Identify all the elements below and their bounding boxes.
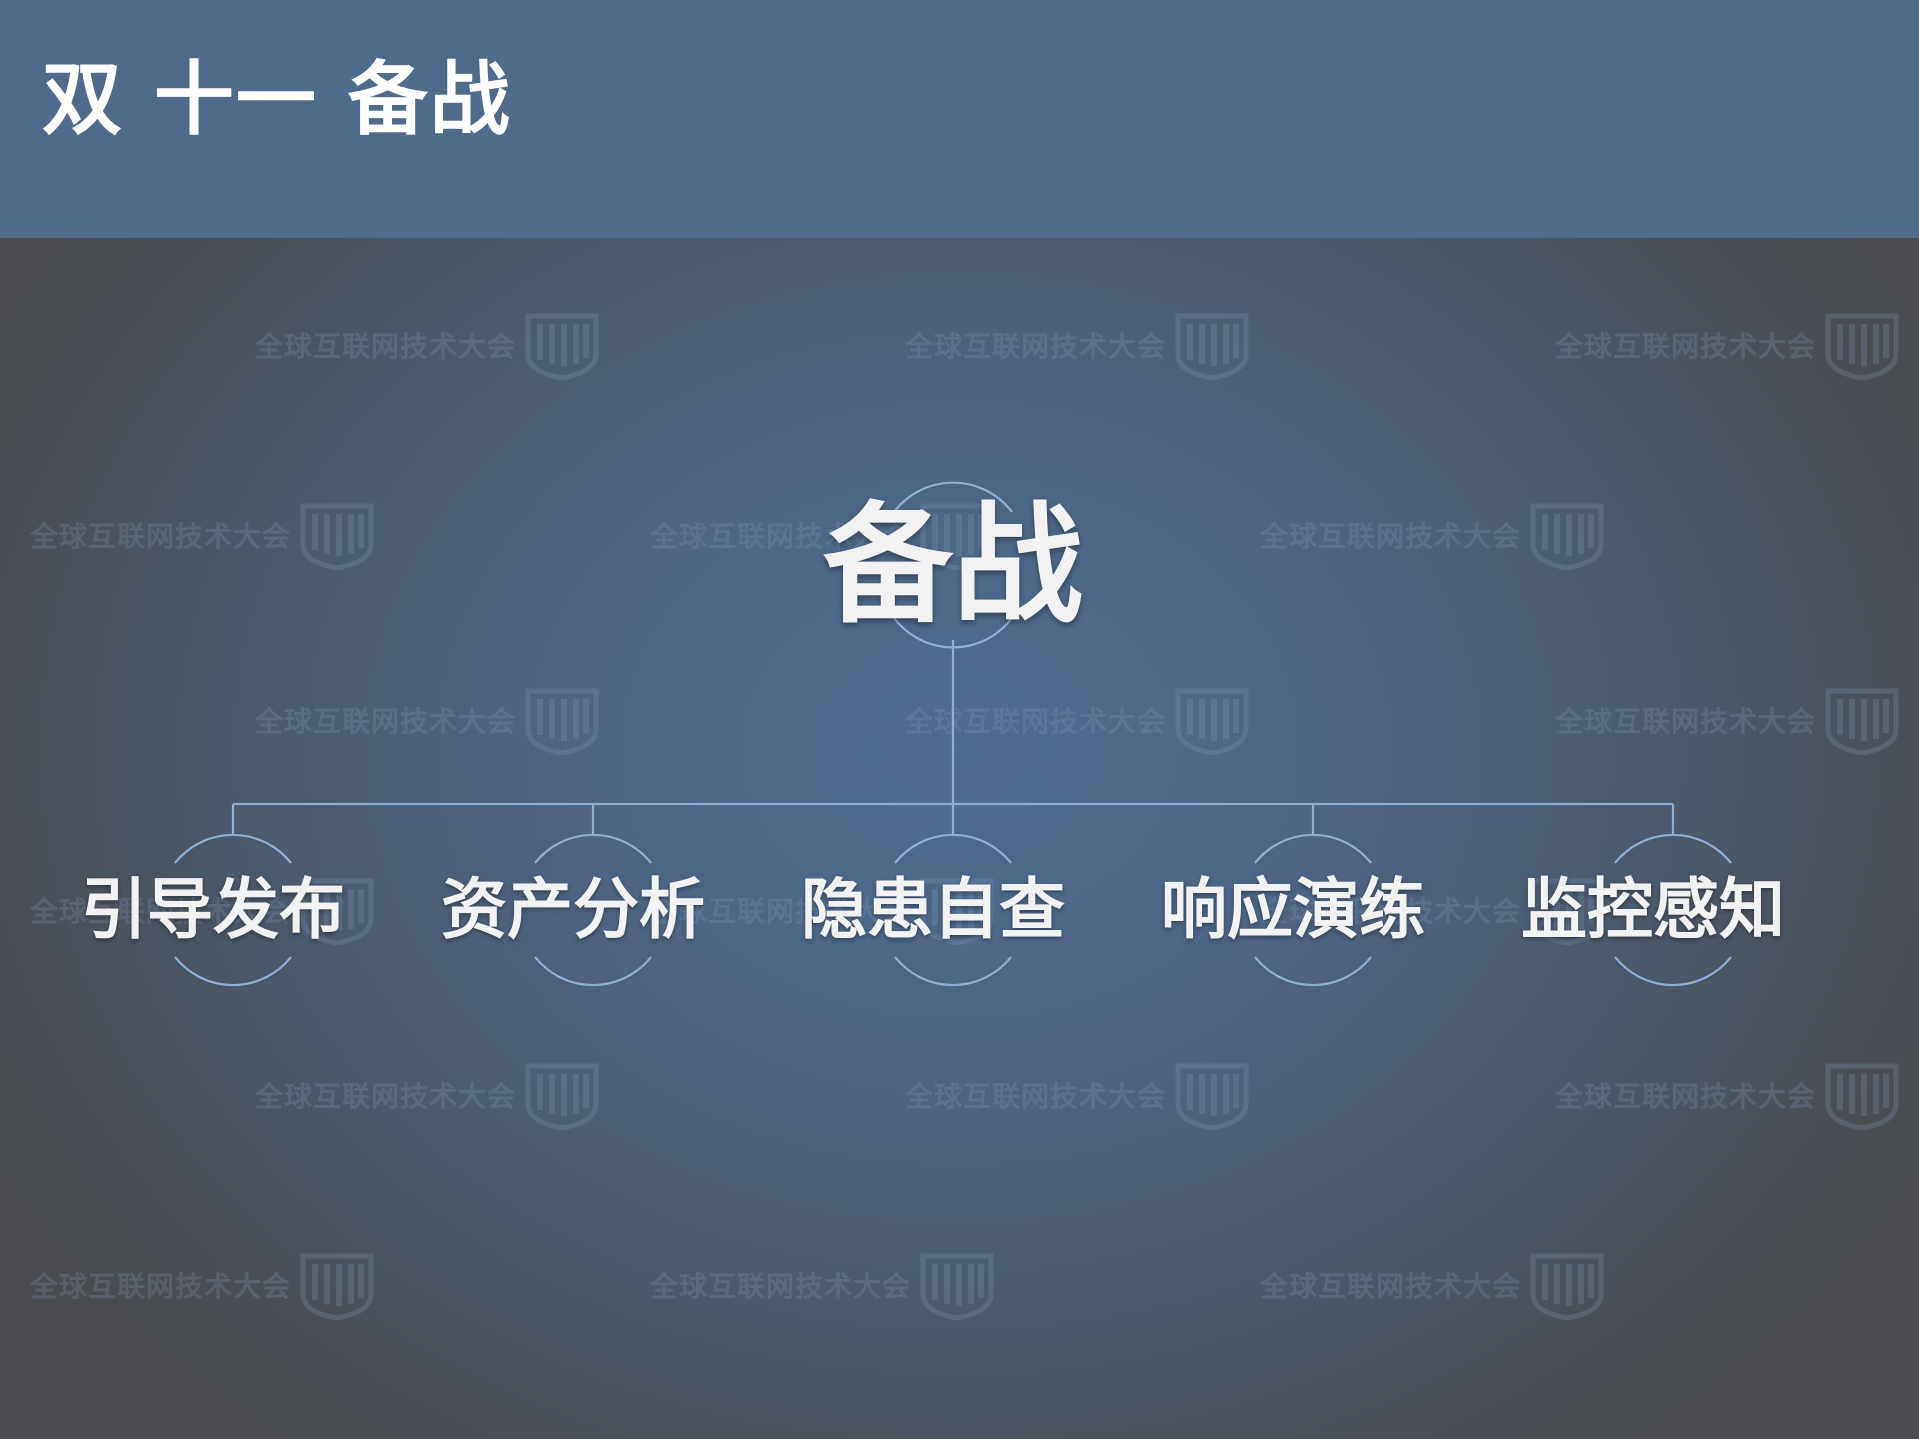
child-node-arc-top: [1614, 833, 1732, 864]
child-node-arc-bottom: [894, 956, 1012, 987]
child-node-label: 隐患自查: [801, 871, 1065, 948]
root-node-arc-top: [893, 481, 1013, 513]
child-node-label: 响应演练: [1161, 871, 1425, 948]
child-node-label: 资产分析: [441, 871, 705, 948]
child-node-arc-bottom: [174, 956, 292, 987]
child-node-arc-bottom: [1614, 956, 1732, 987]
child-node-label: 引导发布: [81, 871, 345, 948]
header-bar: [0, 0, 1919, 238]
page-title: 双 十一 备战: [42, 53, 512, 146]
child-node-arc-top: [1254, 833, 1372, 864]
root-node-label: 备战: [822, 489, 1084, 641]
child-node-arc-bottom: [1254, 956, 1372, 987]
child-node-arc-top: [174, 833, 292, 864]
child-node-arc-top: [894, 833, 1012, 864]
child-node-arc-top: [534, 833, 652, 864]
child-node-label: 监控感知: [1521, 871, 1785, 948]
child-node-arc-bottom: [534, 956, 652, 987]
